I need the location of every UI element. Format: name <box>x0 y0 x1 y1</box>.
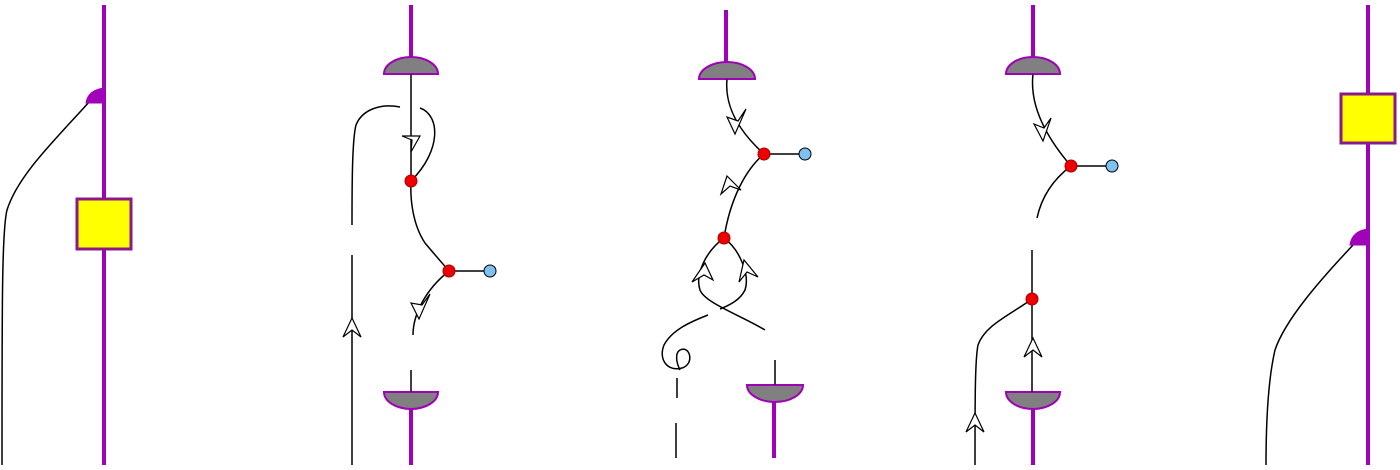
strand <box>412 270 450 336</box>
blue-leaf <box>483 264 497 278</box>
arrowhead <box>691 261 715 283</box>
red-vertex <box>1064 159 1078 173</box>
yellow-box <box>1339 92 1397 145</box>
loop-strand <box>410 107 436 182</box>
strand <box>725 78 765 155</box>
arrowhead <box>1023 336 1043 358</box>
red-vertex <box>442 264 456 278</box>
arrowhead <box>1032 117 1052 143</box>
bottom-cap <box>1004 391 1062 410</box>
arrowhead <box>965 411 985 433</box>
bottom-cap <box>745 384 805 403</box>
arrowhead <box>719 174 742 196</box>
strand <box>1036 165 1072 219</box>
curl-strand <box>661 314 709 371</box>
arrowhead <box>342 316 362 338</box>
curved-strand <box>1265 243 1355 466</box>
red-vertex <box>757 147 771 161</box>
top-cap <box>697 61 757 80</box>
arrowhead <box>409 293 431 321</box>
top-cap <box>382 56 440 75</box>
strand <box>698 237 766 331</box>
red-vertex <box>1025 292 1039 306</box>
blue-leaf <box>1105 159 1119 173</box>
strand <box>719 237 747 310</box>
strand <box>723 153 765 239</box>
top-cap <box>1004 56 1062 75</box>
half-disc-joint <box>1349 228 1369 246</box>
yellow-box <box>75 197 133 251</box>
panel-2 <box>342 5 497 465</box>
panel-5 <box>1265 5 1397 466</box>
panel-3 <box>661 10 812 458</box>
red-vertex <box>717 231 731 245</box>
arrowhead <box>738 258 759 283</box>
strand <box>410 180 450 272</box>
arrowhead <box>725 108 747 136</box>
arc-strand <box>351 105 401 226</box>
curved-strand <box>1 100 91 466</box>
red-vertex <box>404 174 418 188</box>
bottom-cap <box>382 391 440 410</box>
panel-4 <box>965 5 1119 466</box>
strand <box>1031 73 1072 167</box>
strand <box>974 298 1033 466</box>
panel-1 <box>1 5 133 466</box>
half-disc-joint <box>85 87 105 104</box>
blue-leaf <box>798 147 812 161</box>
arrowhead <box>401 135 422 153</box>
